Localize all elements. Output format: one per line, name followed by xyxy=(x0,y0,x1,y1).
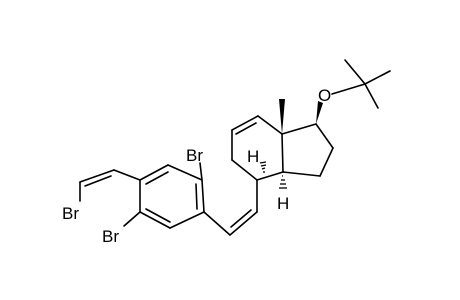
bond-ar1-ar2-inner xyxy=(195,183,198,210)
bond-ar3-ar4 xyxy=(139,164,169,181)
bond-c7-c6 xyxy=(231,115,259,131)
hash-h-lower xyxy=(279,175,287,189)
label-bromine-ring-bottom: Br xyxy=(102,227,119,246)
label-oxygen: O xyxy=(318,86,331,105)
label-bromine-ring-top: Br xyxy=(186,146,203,165)
cyclohexene-ring xyxy=(231,115,284,181)
bond-ar5-ar6-inner xyxy=(145,208,171,223)
bond-ar2-br xyxy=(199,162,203,181)
bond-c4-c3a xyxy=(256,171,284,181)
bond-o-tbu xyxy=(331,83,366,95)
bond-vinyl-aryl xyxy=(203,211,231,236)
bond-c1-c2 xyxy=(315,123,334,149)
bond-ar1-ar2 xyxy=(201,179,205,213)
cyclopentane-ring xyxy=(281,101,334,177)
bond-ar5-ar6 xyxy=(139,211,171,229)
bond-vinyl-cc xyxy=(79,169,115,183)
bond-c2-c3 xyxy=(319,147,334,177)
bond-ar2-ar3 xyxy=(167,164,203,181)
bond-vinyl-cc-inner xyxy=(84,175,112,187)
bond-tbu-c-me2 xyxy=(364,70,391,85)
bond-c3-c3a xyxy=(282,171,321,177)
bond-c7a-c1 xyxy=(281,123,317,135)
bond-vinyl-double-inner xyxy=(230,209,252,228)
bond-c7a-c7 xyxy=(257,115,283,135)
bond-tbu-c-me1 xyxy=(344,59,366,85)
bond-ar6-ar1 xyxy=(169,211,205,229)
bond-c3a-c7a xyxy=(281,133,284,173)
label-bromine-vinyl: Br xyxy=(62,204,79,223)
wedge-c1-oxygen xyxy=(316,101,323,124)
cis-alkene-linker xyxy=(203,179,258,236)
bond-vinyl-double xyxy=(229,211,258,236)
bond-c7-c6-inner xyxy=(235,122,257,135)
hash-h-upper xyxy=(259,161,267,173)
label-hydrogen-upper: H xyxy=(247,147,259,166)
bond-ar4-vinyl xyxy=(113,169,141,181)
tert-butyl-group xyxy=(331,59,391,109)
bromovinyl-group xyxy=(79,169,141,202)
bond-ar5-br xyxy=(123,211,141,227)
wedge-angular-methyl xyxy=(279,99,285,134)
benzene-ring xyxy=(123,162,205,229)
bond-ar3-ar4-inner xyxy=(145,171,169,185)
bond-tbu-c-me3 xyxy=(364,83,379,109)
label-hydrogen-lower: H xyxy=(277,194,289,213)
bond-c5-c4 xyxy=(231,159,258,181)
